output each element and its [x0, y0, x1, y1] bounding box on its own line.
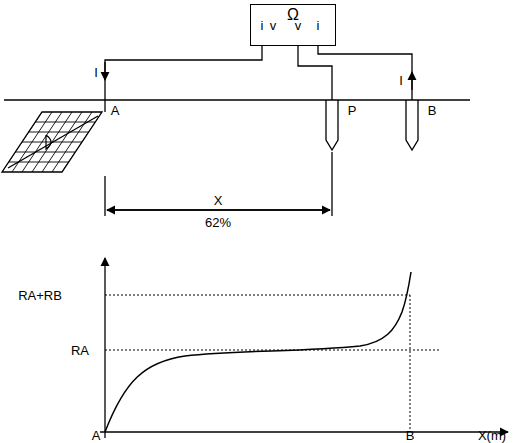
electrode-label: A [110, 104, 121, 117]
axis-label: RA+RB [17, 289, 63, 302]
terminal-label: i [316, 19, 321, 32]
axis-label: B [405, 428, 416, 441]
dimension-line [107, 209, 330, 210]
terminal-label: i [260, 19, 265, 32]
current-arrow [104, 62, 105, 80]
electrode-label: P [347, 104, 358, 117]
ground-line [4, 99, 470, 100]
electrode-label: B [427, 104, 438, 117]
axis-label: A [91, 428, 102, 441]
axis-label: RA [70, 344, 90, 357]
resistance-curve [105, 272, 411, 432]
current-label: I [398, 74, 404, 87]
wire [105, 44, 262, 100]
current-label: I [93, 66, 99, 79]
dimension-label: X [213, 194, 224, 207]
meter-symbol: Ω [251, 5, 335, 23]
current-arrow [411, 72, 412, 90]
electrode [326, 100, 338, 150]
terminal-label: v [294, 19, 303, 32]
y-axis [104, 258, 105, 438]
x-axis [100, 431, 508, 432]
axis-label: X(m) [477, 428, 507, 441]
terminal-label: v [269, 19, 278, 32]
percent-label: 62% [204, 216, 232, 229]
wire [318, 44, 412, 100]
electrode [406, 100, 418, 150]
ground-grid [2, 112, 102, 172]
wire [298, 44, 332, 100]
